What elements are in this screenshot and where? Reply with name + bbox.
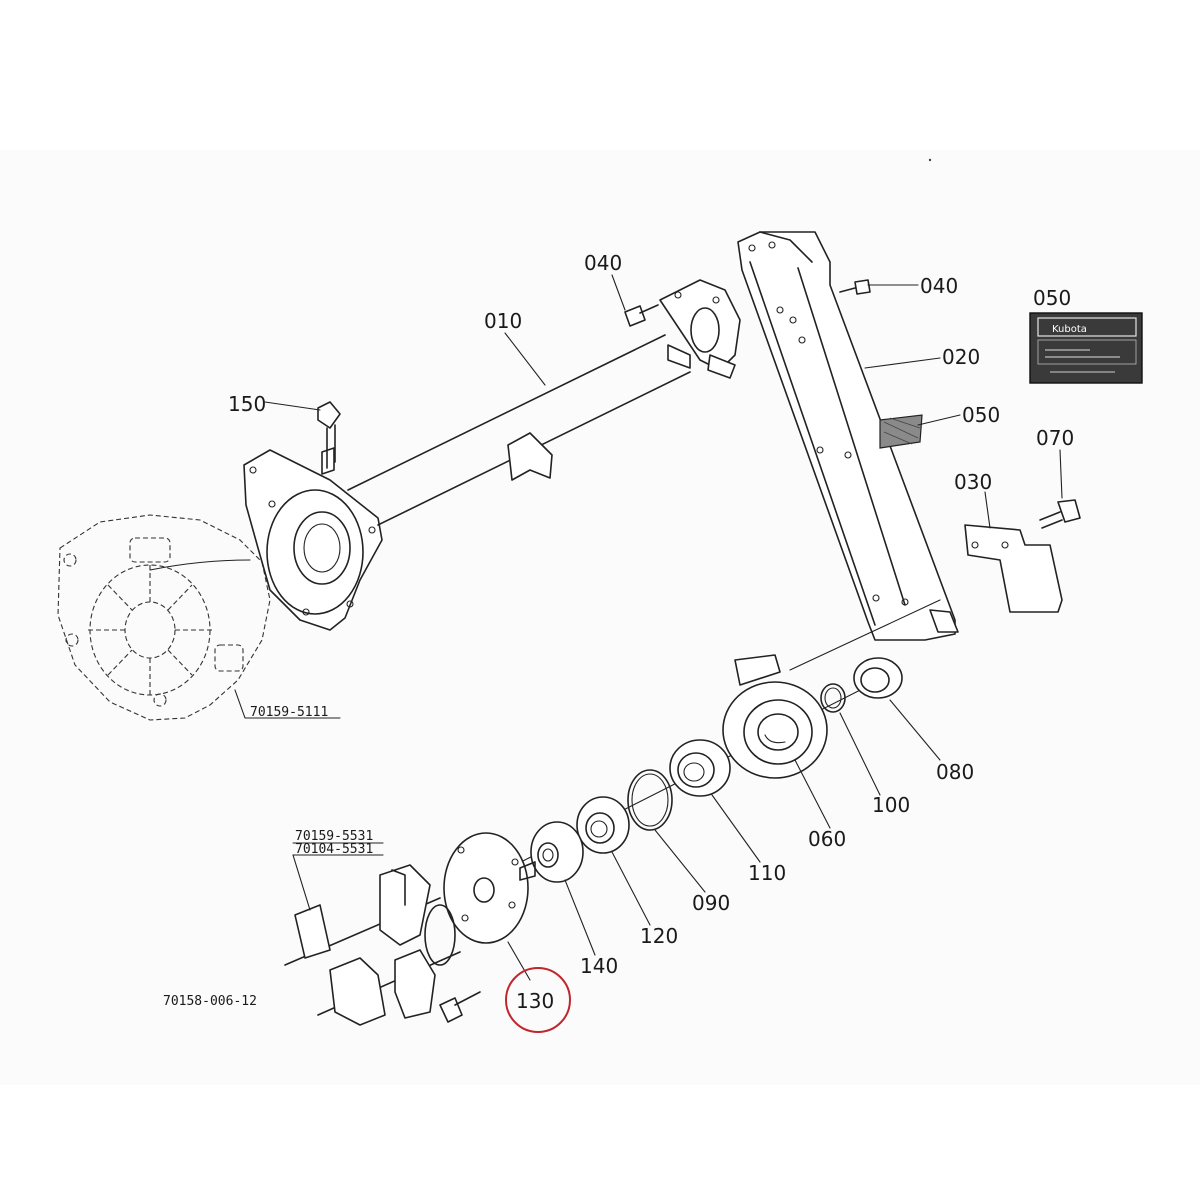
gear-case	[57, 514, 271, 721]
bearing-110	[669, 739, 731, 797]
bolt-070	[1039, 499, 1081, 529]
label-050-a: 050	[1033, 286, 1071, 310]
label-110: 110	[748, 861, 786, 885]
highlight-circle	[505, 967, 571, 1033]
circlip-100	[820, 683, 846, 713]
bolt-040-b	[839, 279, 871, 295]
label-020: 020	[942, 345, 980, 369]
label-040-b: 040	[920, 274, 958, 298]
pin-150	[317, 401, 341, 469]
decal-brand: Kubota	[1052, 324, 1087, 335]
side-frame-020	[737, 231, 959, 641]
label-070: 070	[1036, 426, 1074, 450]
flange-plate-130	[443, 832, 536, 944]
label-060: 060	[808, 827, 846, 851]
label-050-b: 050	[962, 403, 1000, 427]
label-040-a: 040	[584, 251, 622, 275]
leader-lines	[234, 274, 1063, 981]
label-090: 090	[692, 891, 730, 915]
frame-tube-010	[243, 279, 741, 631]
drawing-number: 70158-006-12	[163, 994, 257, 1009]
spacer-140	[530, 821, 584, 883]
diagram-background	[0, 150, 1200, 1085]
ref-gearcase: 70159-5111	[250, 705, 328, 720]
bolt-040-a	[624, 304, 659, 327]
ref-rotor-a: 70159-5531	[295, 829, 373, 844]
label-100: 100	[872, 793, 910, 817]
label-080: 080	[936, 760, 974, 784]
label-140: 140	[580, 954, 618, 978]
bearing-housing-060	[722, 654, 828, 779]
label-130: 130	[516, 989, 554, 1013]
label-030: 030	[954, 470, 992, 494]
part-labels: 010 020 030 040 040 050 050 070 150 080 …	[228, 251, 1074, 1013]
ref-rotor-b: 70104-5531	[295, 842, 373, 857]
reference-numbers: 70159-5111 70159-5531 70104-5531 70158-0…	[163, 705, 373, 1009]
kubota-decal: Kubota	[1029, 312, 1143, 384]
rotor-shaft	[284, 864, 481, 1026]
bracket-030	[964, 524, 1063, 613]
seal-080	[853, 657, 903, 699]
decal-plate-050	[879, 414, 923, 449]
label-150: 150	[228, 392, 266, 416]
bearing-120	[576, 796, 630, 854]
label-120: 120	[640, 924, 678, 948]
label-010: 010	[484, 309, 522, 333]
snap-ring-090	[627, 769, 673, 831]
